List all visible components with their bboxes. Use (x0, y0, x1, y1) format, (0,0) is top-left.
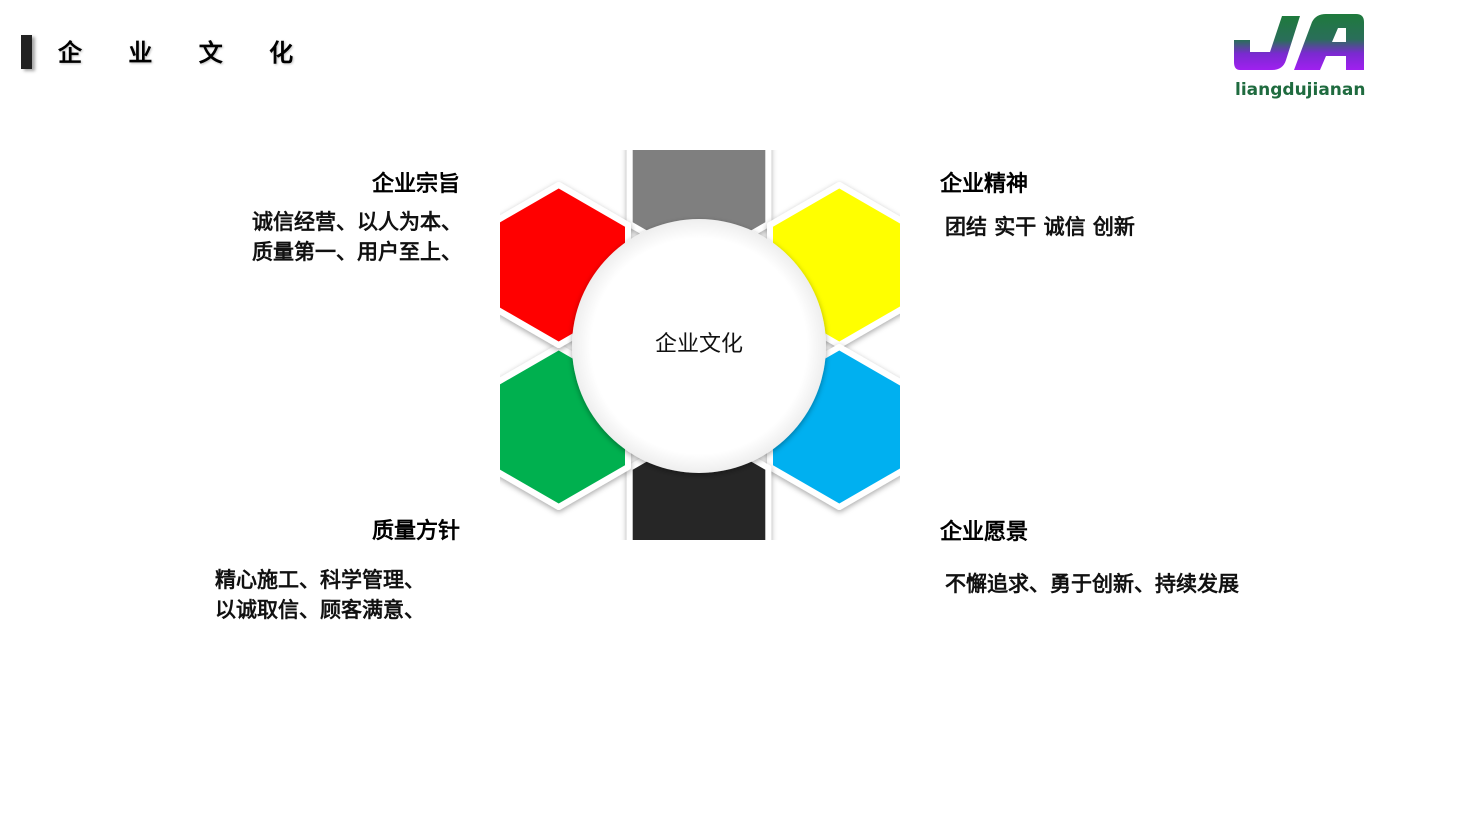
quality-line-1: 精心施工、科学管理、 (215, 567, 425, 592)
quality-line-2: 以诚取信、顾客满意、 (215, 597, 425, 622)
vision-line-1: 不懈追求、勇于创新、持续发展 (945, 571, 1239, 596)
title-accent-bar (21, 35, 32, 69)
purpose-heading: 企业宗旨 (371, 171, 460, 197)
vision-heading: 企业愿景 (940, 519, 1029, 545)
spirit-heading: 企业精神 (940, 171, 1029, 197)
center-circle (572, 219, 826, 473)
purpose-line-1: 诚信经营、以人为本、 (252, 209, 462, 234)
culture-diagram (500, 150, 900, 540)
center-label: 企业文化 (654, 332, 743, 357)
company-logo: liangdujianan (1230, 12, 1370, 107)
logo-text: liangdujianan (1235, 80, 1366, 100)
quality-heading: 质量方针 (371, 518, 460, 544)
purpose-line-2: 质量第一、用户至上、 (252, 239, 462, 264)
hexagon-ring (500, 150, 900, 540)
spirit-line-1: 团结 实干 诚信 创新 (945, 214, 1135, 239)
ja-logo-icon (1234, 14, 1364, 70)
page-title: 企 业 文 化 (58, 38, 313, 67)
